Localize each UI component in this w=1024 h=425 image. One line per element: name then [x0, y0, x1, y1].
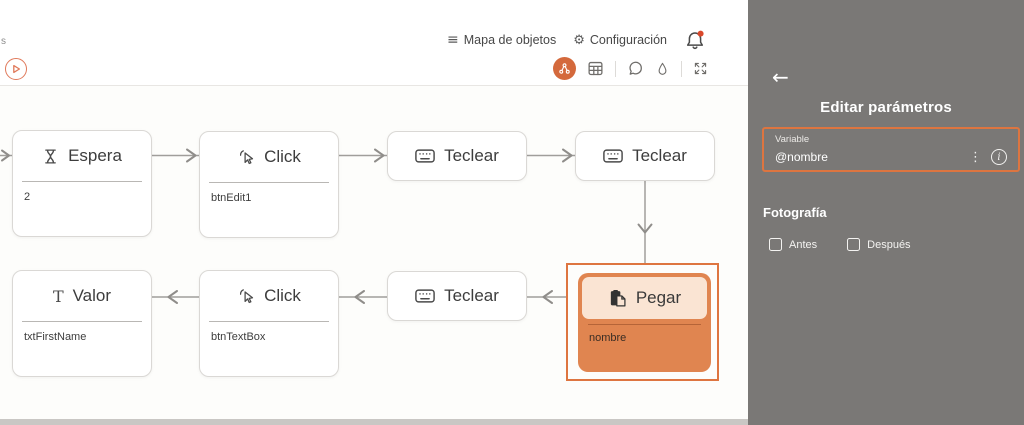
workflow-icon [559, 63, 570, 74]
node-title: Teclear [444, 286, 499, 305]
gear-icon: ⚙ [573, 32, 585, 48]
photo-options: Antes Después [769, 238, 911, 251]
flow-node-valor[interactable]: T Valor txtFirstName [12, 270, 152, 377]
node-selection-outline[interactable] [566, 263, 719, 381]
bell-icon [686, 30, 704, 50]
node-title-row: Teclear [576, 132, 714, 180]
node-title-row: Click [200, 271, 338, 321]
checkbox-antes[interactable]: Antes [769, 238, 817, 251]
node-title-row: Click [200, 132, 338, 182]
keyboard-icon [415, 289, 435, 303]
node-title: Click [264, 147, 301, 166]
node-title-row: T Valor [13, 271, 151, 321]
node-title: Pegar [635, 288, 682, 307]
object-map-menu-item[interactable]: ≡ Mapa de objetos [447, 33, 556, 47]
hamburger-icon: ≡ [447, 32, 459, 48]
toolbar-divider [615, 60, 616, 77]
canvas-toolbar: s ≡ Mapa de objetos ⚙ Configuración [0, 0, 748, 86]
flow-node-teclear-1[interactable]: Teclear [387, 131, 527, 181]
variable-field-label: Variable [775, 134, 810, 145]
run-flow-button[interactable] [5, 58, 27, 80]
view-switcher [553, 57, 708, 80]
toolbar-divider [681, 60, 682, 77]
node-divider [22, 321, 142, 322]
node-subtitle: 2 [24, 191, 31, 203]
notification-dot [697, 30, 704, 37]
top-menu: ≡ Mapa de objetos ⚙ Configuración [447, 29, 706, 51]
hourglass-icon [45, 148, 56, 164]
table-icon [588, 61, 603, 76]
droplet-button[interactable] [655, 61, 670, 77]
checkbox-box[interactable] [769, 238, 782, 251]
clipped-left-text: s [1, 36, 6, 47]
keyboard-icon [603, 149, 623, 163]
node-title: Click [264, 286, 301, 305]
click-cursor-icon [240, 150, 254, 165]
node-title-row: Teclear [388, 272, 526, 320]
node-title: Valor [72, 286, 112, 305]
flow-node-teclear-2[interactable]: Teclear [575, 131, 715, 181]
node-divider [588, 324, 701, 325]
paste-icon [610, 289, 626, 307]
node-subtitle: nombre [589, 332, 627, 344]
notifications-button[interactable] [684, 29, 706, 51]
checkbox-label: Después [867, 238, 911, 251]
kebab-menu-icon[interactable]: ⋮ [969, 149, 982, 165]
node-title-row: Teclear [388, 132, 526, 180]
horizontal-scrollbar[interactable] [0, 419, 748, 425]
flow-node-pegar-selected[interactable]: Pegar nombre [578, 273, 711, 372]
photo-section-title: Fotografía [763, 205, 827, 220]
table-view-button[interactable] [587, 60, 604, 77]
expand-icon [694, 62, 707, 75]
configuration-label: Configuración [589, 33, 667, 47]
flow-canvas: s ≡ Mapa de objetos ⚙ Configuración [0, 0, 748, 425]
checkbox-despues[interactable]: Después [847, 238, 911, 251]
node-divider [22, 181, 142, 182]
configuration-menu-item[interactable]: ⚙ Configuración [573, 33, 667, 47]
flow-node-click-1[interactable]: Click btnEdit1 [199, 131, 339, 238]
flow-node-teclear-3[interactable]: Teclear [387, 271, 527, 321]
chat-bubble-icon [629, 61, 642, 75]
variable-field-value[interactable]: @nombre [775, 150, 828, 164]
node-subtitle: txtFirstName [24, 331, 87, 343]
comments-button[interactable] [627, 60, 644, 77]
node-divider [209, 321, 329, 322]
droplet-icon [658, 62, 667, 75]
node-title-row: Pegar [582, 277, 707, 319]
checkbox-box[interactable] [847, 238, 861, 251]
workflow-view-button[interactable] [553, 57, 576, 80]
node-title: Teclear [632, 146, 687, 165]
flow-node-click-2[interactable]: Click btnTextBox [199, 270, 339, 377]
node-subtitle: btnTextBox [211, 331, 266, 343]
play-icon [12, 64, 20, 74]
flow-node-espera[interactable]: Espera 2 [12, 130, 152, 237]
variable-field[interactable]: Variable @nombre ⋮ i [762, 127, 1020, 172]
back-button[interactable]: ← [772, 65, 789, 89]
checkbox-label: Antes [789, 238, 818, 251]
text-icon: T [52, 286, 64, 306]
node-title: Espera [68, 146, 122, 165]
object-map-label: Mapa de objetos [463, 33, 557, 47]
info-icon[interactable]: i [991, 149, 1007, 165]
keyboard-icon [415, 149, 435, 163]
node-divider [209, 182, 329, 183]
node-title-row: Espera [13, 131, 151, 181]
edit-parameters-panel: ← Editar parámetros Variable @nombre ⋮ i… [748, 0, 1024, 425]
panel-title: Editar parámetros [820, 99, 952, 116]
expand-canvas-button[interactable] [693, 61, 708, 76]
node-title: Teclear [444, 146, 499, 165]
node-subtitle: btnEdit1 [211, 192, 252, 204]
click-cursor-icon [240, 289, 254, 304]
